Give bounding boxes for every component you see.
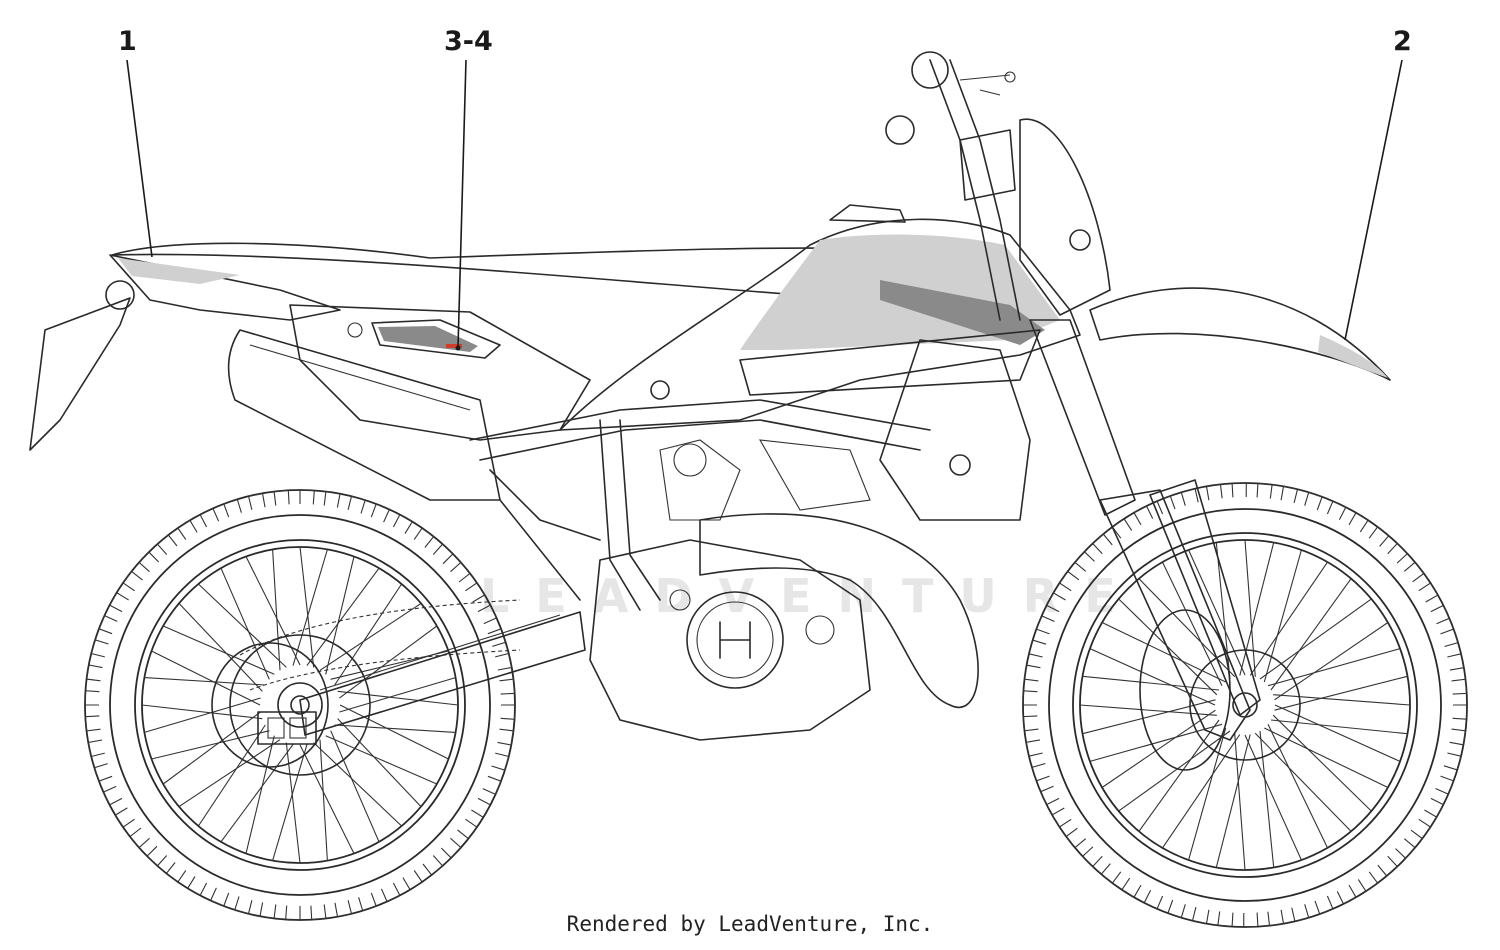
callout-2: 2 [1393,26,1412,57]
rear-brake-disc [211,642,329,768]
callout-3-4: 3-4 [444,26,493,57]
shroud-logo-decal [880,280,1045,345]
watermark: LEADVENTURE [480,569,1142,623]
frame [469,399,931,611]
brand-badge: H [735,651,736,653]
callout-1: 1 [118,26,137,57]
silencer [227,329,501,501]
exhaust-pipe [699,513,979,708]
chain [239,599,521,691]
front-fender [1089,287,1391,381]
leader-lines [126,59,1403,351]
side-panel [289,304,591,441]
number-plate [1019,118,1111,316]
rear-fender [29,254,341,451]
decal-2-area [1318,335,1388,378]
decal-3-4-accent [446,344,462,348]
footer-credit: Rendered by LeadVenture, Inc. [566,912,934,936]
swingarm [257,611,586,745]
front-fork [1029,319,1261,741]
fuel-tank-shroud [559,204,1081,521]
decal-1-area [118,258,240,284]
handlebar-controls [885,51,1021,321]
front-wheel [1022,482,1468,928]
front-brake-disc [1139,609,1231,771]
engine: H [589,439,871,741]
rear-wheel [84,489,516,921]
